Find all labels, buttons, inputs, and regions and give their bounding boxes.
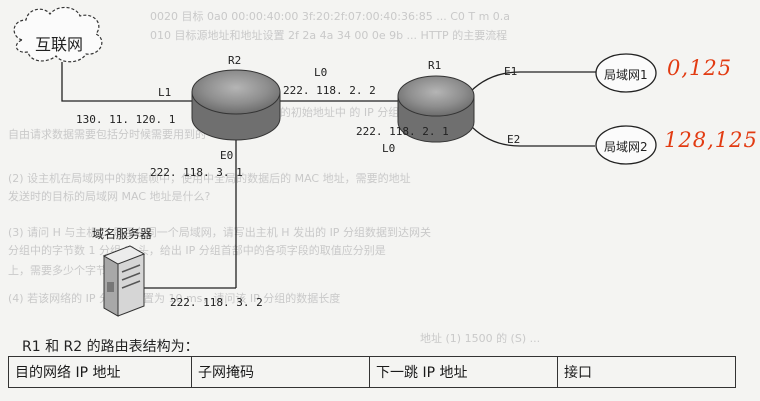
server-icon — [102, 245, 146, 317]
header-interface: 接口 — [557, 356, 736, 388]
ip-server-label: 222. 118. 3. 2 — [170, 296, 263, 309]
dns-server-label: 域名服务器 — [92, 227, 153, 241]
ip-l0-top-label: 222. 118. 2. 2 — [283, 84, 376, 97]
routing-table-caption: R1 和 R2 的路由表结构为： — [22, 339, 199, 355]
router-r2-label: R2 — [228, 54, 242, 67]
header-dest-ip: 目的网络 IP 地址 — [8, 356, 192, 388]
header-subnet-mask: 子网掩码 — [191, 356, 370, 388]
router-r1 — [397, 75, 475, 143]
router-r1-label: R1 — [428, 59, 442, 72]
header-next-hop: 下一跳 IP 地址 — [369, 356, 558, 388]
router-r2 — [191, 69, 281, 141]
handwritten-lan2-note: 128,125 — [664, 128, 758, 152]
routing-table: 目的网络 IP 地址 子网掩码 下一跳 IP 地址 接口 — [8, 356, 736, 388]
lan2-label: 局域网2 — [604, 140, 648, 154]
ip-e0-label: 222. 118. 3. 1 — [150, 166, 243, 179]
link-l1-label: L1 — [158, 86, 172, 99]
port-e1-label: E1 — [504, 65, 518, 78]
link-internet-r2 — [61, 62, 205, 102]
lan2-ellipse — [595, 125, 657, 165]
internet-cloud — [13, 6, 103, 63]
routing-table-header-row: 目的网络 IP 地址 子网掩码 下一跳 IP 地址 接口 — [8, 356, 736, 388]
port-e2-label: E2 — [507, 133, 521, 146]
link-r1-lan2 — [469, 124, 595, 147]
link-r1-lan1 — [469, 71, 598, 93]
ip-l1-label: 130. 11. 120. 1 — [76, 113, 176, 126]
link-l0-top-label: L0 — [314, 66, 328, 79]
lan1-label: 局域网1 — [604, 68, 648, 82]
lan1-ellipse — [595, 53, 657, 93]
link-l0-bottom-label: L0 — [382, 142, 396, 155]
internet-label: 互联网 — [35, 35, 84, 54]
handwritten-lan1-note: 0,125 — [667, 56, 733, 80]
port-e0-label: E0 — [220, 149, 234, 162]
ip-l0-bottom-label: 222. 118. 2. 1 — [356, 125, 449, 138]
